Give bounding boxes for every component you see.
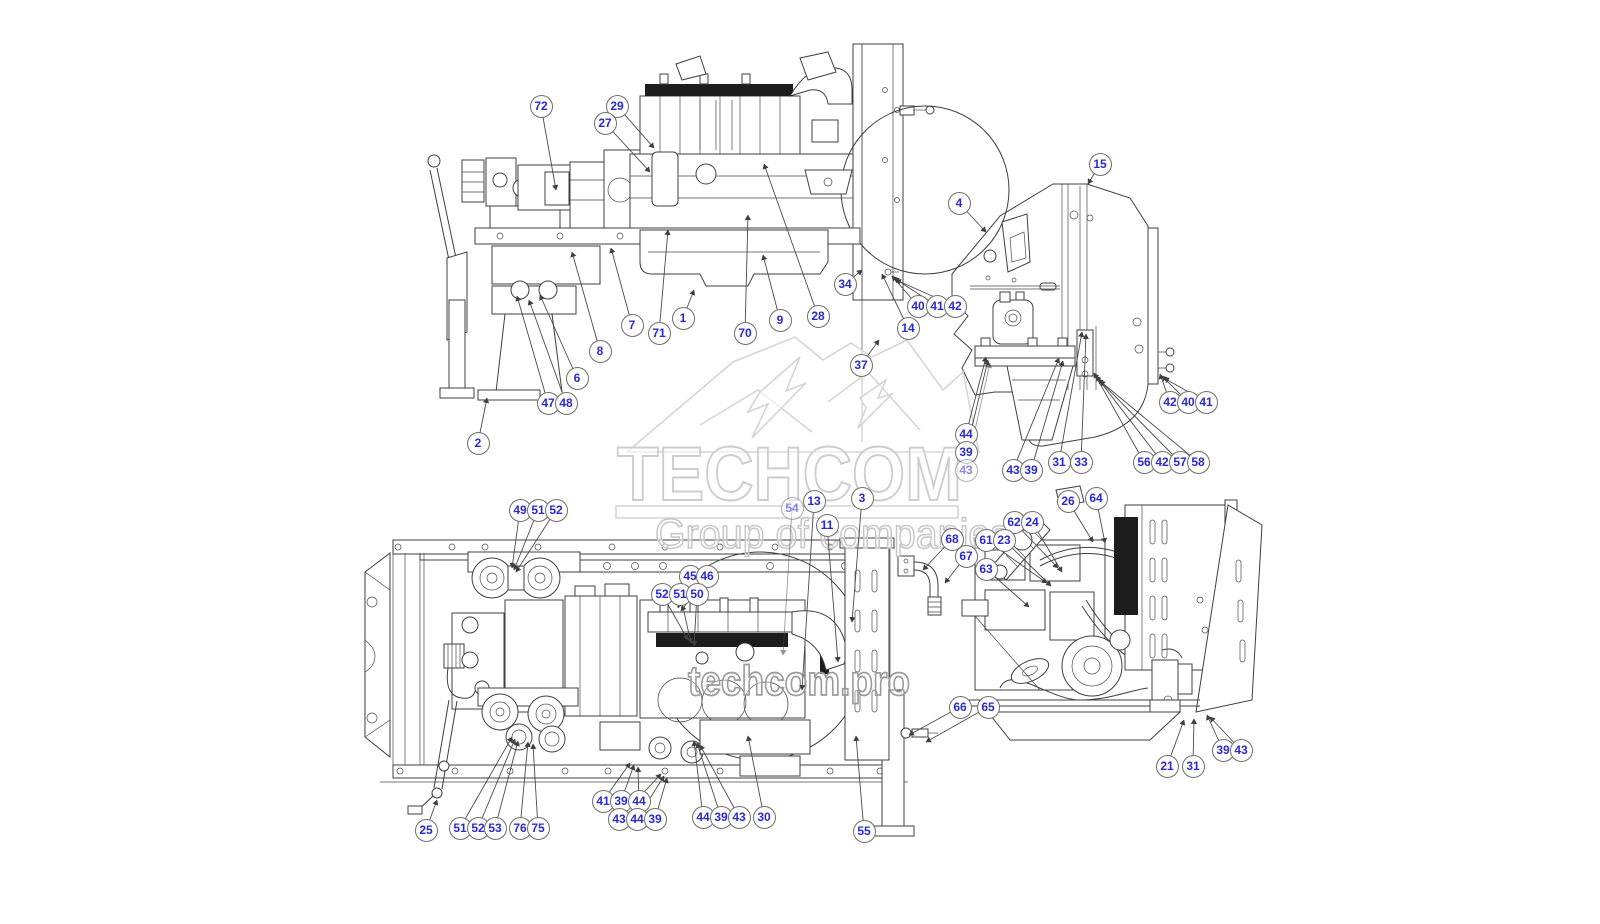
callout-7: 7 — [620, 313, 644, 337]
callout-65: 65 — [976, 695, 1000, 719]
callout-37: 37 — [849, 353, 873, 377]
callout-53: 53 — [483, 816, 507, 840]
callout-39: 39 — [643, 807, 667, 831]
callout-56: 56 — [1132, 450, 1156, 474]
mountain-logo — [624, 336, 980, 453]
callout-72: 72 — [529, 94, 553, 118]
callout-28: 28 — [806, 304, 830, 328]
callout-43: 43 — [727, 805, 751, 829]
callout-31: 31 — [1181, 754, 1205, 778]
callout-9: 9 — [768, 308, 792, 332]
callout-55: 55 — [852, 819, 876, 843]
callout-42: 42 — [943, 294, 967, 318]
callout-3: 3 — [850, 486, 874, 510]
callout-29: 29 — [605, 94, 629, 118]
callout-43: 43 — [607, 807, 631, 831]
callout-71: 71 — [647, 321, 671, 345]
callout-34: 34 — [833, 272, 857, 296]
callout-46: 46 — [695, 564, 719, 588]
callout-64: 64 — [1084, 486, 1108, 510]
callout-43: 43 — [1229, 738, 1253, 762]
view-frame-side — [951, 183, 1175, 447]
callout-66: 66 — [948, 695, 972, 719]
callout-43: 43 — [1001, 458, 1025, 482]
callout-48: 48 — [554, 391, 578, 415]
callout-43: 43 — [954, 458, 978, 482]
callout-41: 41 — [1194, 390, 1218, 414]
callout-26: 26 — [1056, 489, 1080, 513]
callout-1: 1 — [671, 306, 695, 330]
callout-27: 27 — [593, 111, 617, 135]
callout-8: 8 — [588, 339, 612, 363]
callout-40: 40 — [906, 294, 930, 318]
callout-57: 57 — [1168, 450, 1192, 474]
callout-21: 21 — [1155, 754, 1179, 778]
callout-41: 41 — [591, 789, 615, 813]
callout-40: 40 — [1176, 390, 1200, 414]
view-engine-rear — [961, 485, 1263, 741]
callout-50: 50 — [685, 582, 709, 606]
callout-52: 52 — [544, 498, 568, 522]
callout-76: 76 — [508, 816, 532, 840]
callout-63: 63 — [974, 557, 998, 581]
callout-30: 30 — [752, 805, 776, 829]
callout-67: 67 — [954, 544, 978, 568]
callout-58: 58 — [1186, 450, 1210, 474]
callout-54: 54 — [780, 496, 804, 520]
callout-31: 31 — [1047, 450, 1071, 474]
view-engine-side — [427, 43, 1010, 442]
callout-13: 13 — [802, 489, 826, 513]
callout-4: 4 — [947, 191, 971, 215]
callout-6: 6 — [565, 366, 589, 390]
callout-15: 15 — [1088, 152, 1112, 176]
callout-75: 75 — [526, 816, 550, 840]
callout-23: 23 — [992, 528, 1016, 552]
callout-2: 2 — [466, 431, 490, 455]
callout-70: 70 — [733, 321, 757, 345]
callout-62: 62 — [1002, 510, 1026, 534]
callout-51: 51 — [448, 816, 472, 840]
callout-24: 24 — [1020, 510, 1044, 534]
callout-39: 39 — [609, 789, 633, 813]
callout-68: 68 — [940, 527, 964, 551]
callout-33: 33 — [1069, 450, 1093, 474]
callout-11: 11 — [815, 513, 839, 537]
watermark-site: techcom.pro — [688, 657, 910, 704]
callout-39: 39 — [1019, 458, 1043, 482]
callout-39: 39 — [1211, 738, 1235, 762]
callout-14: 14 — [896, 316, 920, 340]
callout-52: 52 — [466, 816, 490, 840]
callout-25: 25 — [414, 818, 438, 842]
